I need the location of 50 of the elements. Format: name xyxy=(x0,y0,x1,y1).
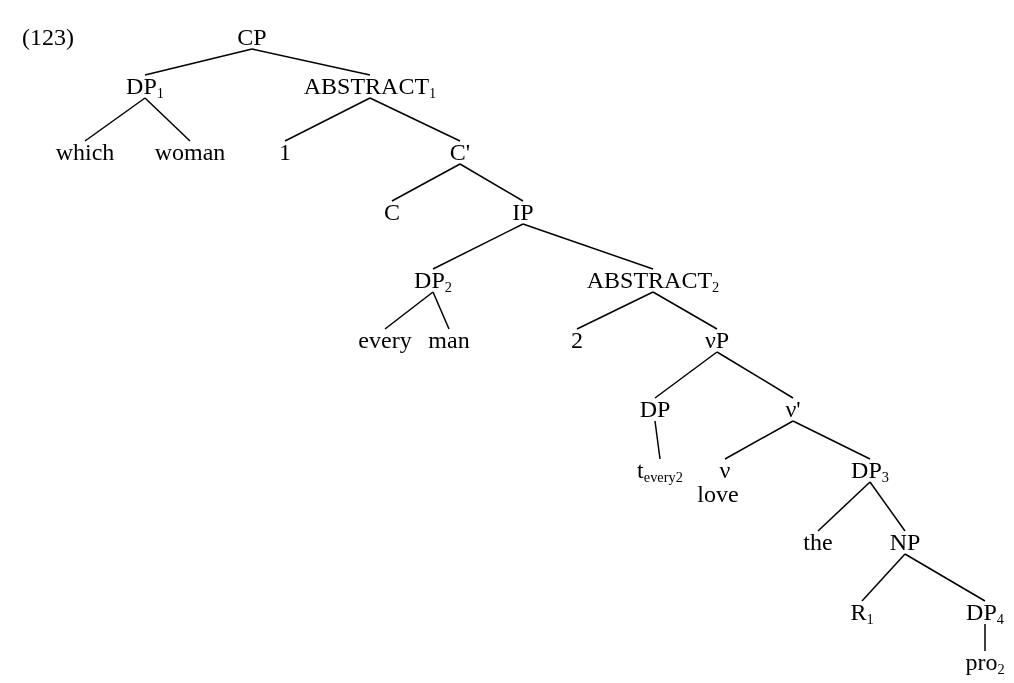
tree-branch xyxy=(284,97,371,142)
tree-branch xyxy=(792,420,871,460)
tree-branch xyxy=(432,223,524,270)
tree-branch xyxy=(861,553,906,602)
tree-node-label: DP$_{3}$ xyxy=(851,458,889,482)
tree-node-label: νP xyxy=(704,328,730,352)
tree-branch xyxy=(817,481,871,532)
tree-branch xyxy=(724,420,794,460)
tree-branch xyxy=(459,163,524,202)
tree-branch xyxy=(144,48,253,76)
tree-node-label: R$_{1}$ xyxy=(850,600,874,624)
tree-node-label: ABSTRACT$_{1}$ xyxy=(303,74,437,98)
tree-branch xyxy=(84,97,146,142)
tree-branch xyxy=(369,97,461,142)
tree-node-label: DP xyxy=(639,397,671,421)
tree-node-label: ABSTRACT$_{2}$ xyxy=(586,268,720,292)
tree-node-label: 1 xyxy=(279,140,291,164)
tree-node-label: pro$_{2}$ xyxy=(965,650,1005,674)
example-number: (123) xyxy=(22,25,74,49)
tree-node-label: DP$_{4}$ xyxy=(966,600,1004,624)
tree-node-label: woman xyxy=(154,140,226,164)
tree-node-label: NP xyxy=(889,530,921,554)
tree-branch xyxy=(716,351,794,399)
tree-node-label: every xyxy=(358,328,412,352)
word-label: love xyxy=(697,482,739,506)
tree-branch xyxy=(654,420,661,460)
tree-branch xyxy=(432,291,450,330)
tree-branch xyxy=(391,163,461,202)
tree-node-label: which xyxy=(55,140,115,164)
tree-node-label: C' xyxy=(449,140,471,164)
tree-node-label: IP xyxy=(512,200,534,224)
tree-branch xyxy=(522,223,654,270)
tree-branch xyxy=(652,291,718,330)
tree-branch xyxy=(384,291,434,330)
tree-node-label: the xyxy=(803,530,833,554)
tree-node-label: man xyxy=(428,328,470,352)
tree-branch xyxy=(251,48,371,76)
tree-branch xyxy=(869,481,906,532)
tree-branch xyxy=(904,553,986,602)
tree-branch xyxy=(984,623,986,652)
tree-branch xyxy=(144,97,191,142)
tree-branch xyxy=(576,291,654,330)
tree-node-label: C xyxy=(384,200,400,224)
tree-branch xyxy=(654,351,718,399)
tree-node-label: DP$_{1}$ xyxy=(126,74,164,98)
tree-node-label: DP$_{2}$ xyxy=(414,268,452,292)
tree-node-label: ν xyxy=(718,458,732,482)
tree-node-label: 2 xyxy=(571,328,583,352)
tree-node-label: CP xyxy=(237,25,267,49)
tree-node-label: ν' xyxy=(785,397,801,421)
